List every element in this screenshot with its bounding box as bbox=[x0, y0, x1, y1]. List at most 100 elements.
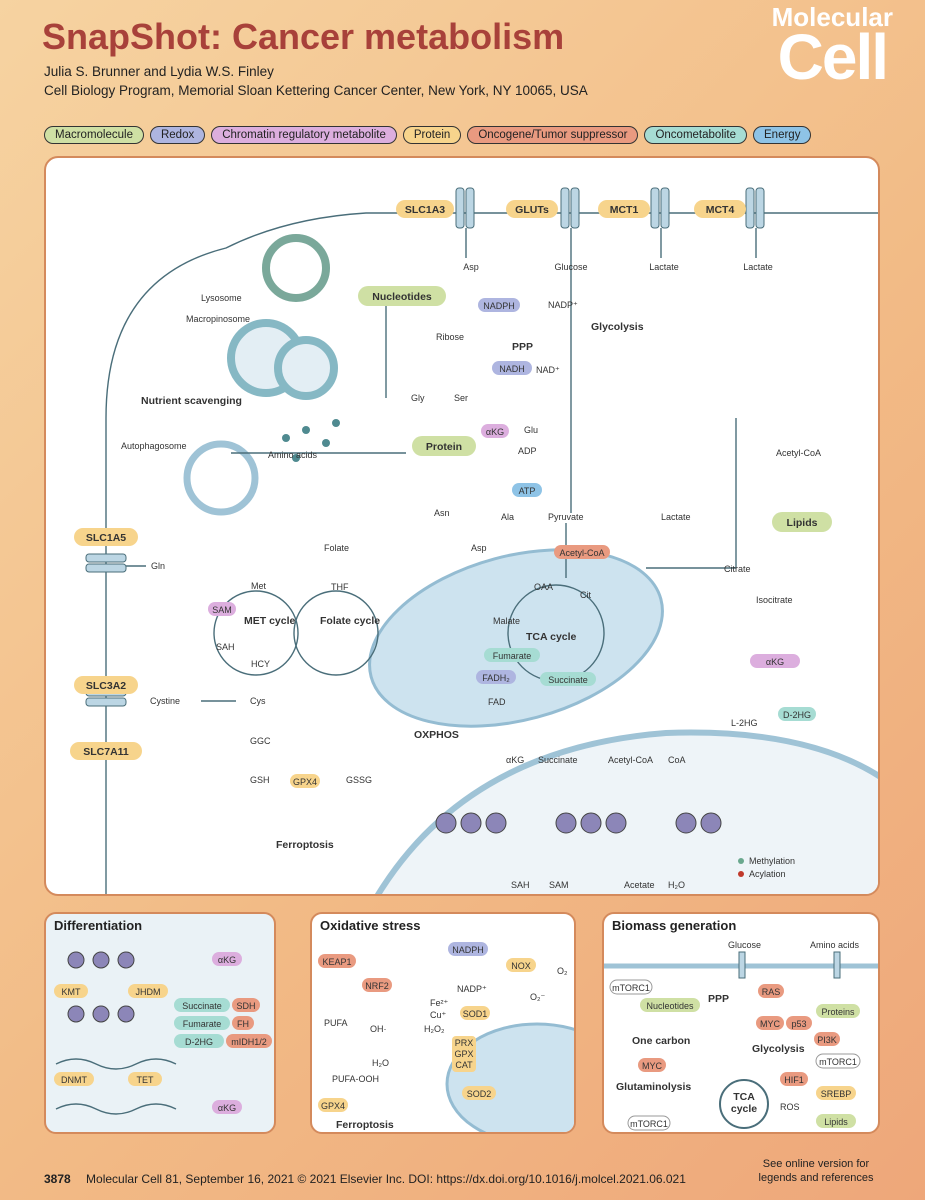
chip-mct1 bbox=[598, 200, 650, 218]
legend-chromatin: Chromatin regulatory metabolite bbox=[211, 126, 397, 144]
nucleosome bbox=[485, 812, 507, 834]
met-cycle-label: MET cycle bbox=[244, 615, 296, 627]
thf-label: THF bbox=[331, 582, 349, 592]
panel-differentiation: Differentiation αKG KMT JHDM Succinate S… bbox=[44, 912, 276, 1134]
aa-dot bbox=[282, 434, 290, 442]
label-slc3a2: SLC3A2 bbox=[86, 680, 126, 692]
chromatin-h2o-label: H₂O bbox=[668, 880, 685, 890]
methylation-dot bbox=[738, 858, 744, 864]
isocitrate-label: Isocitrate bbox=[756, 595, 793, 605]
metabolite-labels: Ribose Gly Ser Glu ADP Asn Ala Pyruvate … bbox=[150, 300, 821, 785]
cystine-label: Cystine bbox=[150, 696, 180, 706]
legend-oncogene: Oncogene/Tumor suppressor bbox=[467, 126, 639, 144]
proteins-label: Proteins bbox=[821, 1007, 855, 1017]
pufa-label: PUFA bbox=[324, 1018, 348, 1028]
folate-label: Folate bbox=[324, 543, 349, 553]
sod1-label: SOD1 bbox=[463, 1009, 488, 1019]
gln-label: Gln bbox=[151, 561, 165, 571]
gssg-label: GSSG bbox=[346, 775, 372, 785]
oh-label: OH· bbox=[370, 1024, 387, 1034]
autophagosome-label: Autophagosome bbox=[121, 441, 187, 451]
acetyl-coa-label: Acetyl-CoA bbox=[776, 448, 821, 458]
chromatin-acetate-label: Acetate bbox=[624, 880, 655, 890]
glucose-channel bbox=[738, 951, 746, 979]
chromatin-akg-label: αKG bbox=[506, 755, 524, 765]
pathway-lines bbox=[126, 228, 757, 702]
ox-nadp-label: NADP⁺ bbox=[457, 984, 487, 994]
ox-ferroptosis-label: Ferroptosis bbox=[336, 1119, 394, 1131]
affiliation: Cell Biology Program, Memorial Sloan Ket… bbox=[44, 83, 588, 98]
hif1-label: HIF1 bbox=[784, 1075, 804, 1085]
glycolysis-label: Glycolysis bbox=[591, 321, 644, 333]
sam-label: SAM bbox=[212, 605, 232, 615]
color-legend: Macromolecule Redox Chromatin regulatory… bbox=[44, 126, 812, 144]
cofactor-chips: NADPH NADH αKG SAM ATP Acetyl-CoA Fumara… bbox=[208, 298, 816, 788]
mitochondrion bbox=[368, 548, 664, 728]
page-title: SnapShot: Cancer metabolism bbox=[42, 16, 565, 57]
asp-label: Asp bbox=[463, 262, 479, 272]
met-label: Met bbox=[251, 581, 267, 591]
midh-label: mIDH1/2 bbox=[231, 1037, 267, 1047]
slc1a5-channel bbox=[85, 553, 127, 563]
nucleosome bbox=[675, 812, 697, 834]
chip-prx-gpx-cat bbox=[452, 1036, 476, 1072]
bio-mtorc1-label: mTORC1 bbox=[612, 983, 650, 993]
label-slc1a3: SLC1A3 bbox=[405, 204, 445, 216]
cat-label: CAT bbox=[455, 1060, 473, 1070]
kmt-label: KMT bbox=[62, 987, 82, 997]
myc-label: MYC bbox=[760, 1019, 781, 1029]
nucleosome bbox=[460, 812, 482, 834]
gsh-label: GSH bbox=[250, 775, 270, 785]
chromatin-acetylcoa-label: Acetyl-CoA bbox=[608, 755, 653, 765]
cu-label: Cu⁺ bbox=[430, 1010, 447, 1020]
authors: Julia S. Brunner and Lydia W.S. Finley bbox=[44, 64, 274, 79]
nucleosome bbox=[67, 951, 85, 969]
macropinosome-label: Macropinosome bbox=[186, 314, 250, 324]
chip-slc1a3 bbox=[396, 200, 454, 218]
oaa-label: OAA bbox=[534, 582, 553, 592]
met-cycle-arc bbox=[213, 590, 299, 676]
gluts-channel-b bbox=[570, 187, 580, 229]
ala-label: Ala bbox=[501, 512, 514, 522]
chip-fumarate bbox=[174, 1016, 230, 1030]
aa-dot bbox=[292, 454, 300, 462]
chip-dnmt bbox=[54, 1072, 94, 1086]
myc-label-2: MYC bbox=[642, 1061, 663, 1071]
differentiation-diagram: αKG KMT JHDM Succinate SDH Fumarate FH D… bbox=[54, 951, 272, 1115]
nucleosomes bbox=[435, 812, 722, 834]
ros-label: ROS bbox=[780, 1102, 800, 1112]
cell-membrane bbox=[105, 212, 878, 894]
asp-label-inner: Asp bbox=[471, 543, 487, 553]
label-slc1a5: SLC1A5 bbox=[86, 532, 126, 544]
chip-akg bbox=[212, 952, 242, 966]
aa-dot bbox=[302, 426, 310, 434]
chip-d2hg bbox=[778, 707, 816, 721]
oxidative-title: Oxidative stress bbox=[320, 918, 421, 933]
acetyl-coa-chip-label: Acetyl-CoA bbox=[559, 548, 604, 558]
ser-label: Ser bbox=[454, 393, 468, 403]
bio-glycolysis-label: Glycolysis bbox=[752, 1043, 805, 1055]
prx-label: PRX bbox=[455, 1038, 474, 1048]
label-mct1: MCT1 bbox=[610, 204, 639, 216]
legend-oncometabolite: Oncometabolite bbox=[644, 126, 748, 144]
chromatin-sah-label: SAH bbox=[511, 880, 530, 890]
ferroptosis-label: Ferroptosis bbox=[276, 839, 334, 851]
legend-protein: Protein bbox=[402, 126, 462, 144]
chip-midh bbox=[226, 1034, 272, 1048]
autophagosome bbox=[183, 440, 259, 516]
chip-nadph bbox=[448, 942, 488, 956]
pi3k-label: PI3K bbox=[817, 1035, 837, 1045]
chip-sod1 bbox=[460, 1006, 490, 1020]
chip-nadph bbox=[478, 298, 520, 312]
slc1a3-channel bbox=[455, 187, 465, 229]
nadp-plus-label: NADP⁺ bbox=[548, 300, 578, 310]
differentiation-title: Differentiation bbox=[54, 918, 143, 933]
nox-label: NOX bbox=[511, 961, 531, 971]
succinate-label: Succinate bbox=[548, 675, 588, 685]
journal-name-line2: Cell bbox=[777, 21, 889, 94]
fad-label: FAD bbox=[488, 697, 506, 707]
chip-srebp bbox=[816, 1086, 856, 1100]
acylation-label: Acylation bbox=[749, 869, 786, 879]
biomass-diagram: Glucose Amino acids mTORC1 Nucleotides P… bbox=[604, 940, 878, 1131]
gly-label: Gly bbox=[411, 393, 425, 403]
